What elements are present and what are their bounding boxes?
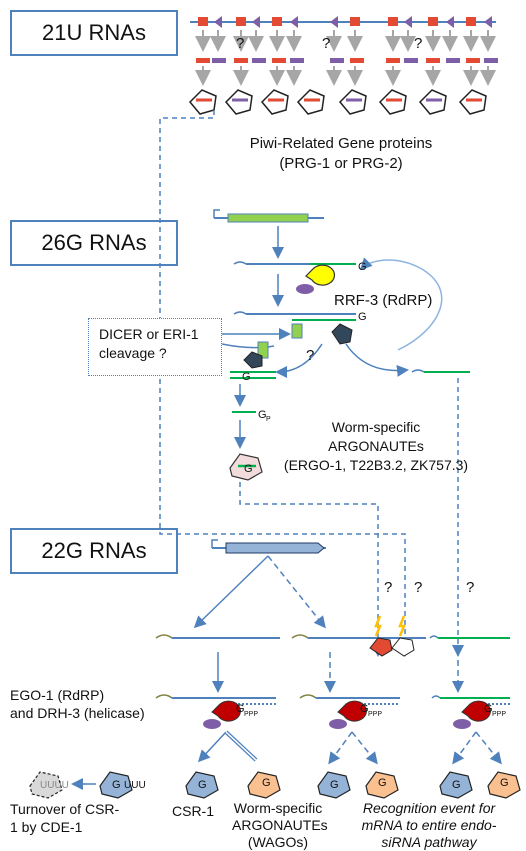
svg-text:G: G — [452, 779, 461, 791]
svg-text:?: ? — [306, 347, 314, 364]
arrow-22g-right — [268, 556, 324, 626]
svg-text:?: ? — [414, 579, 422, 596]
svg-text:G: G — [330, 779, 339, 791]
recog-line3: siRNA pathway — [336, 834, 522, 851]
svg-text:?: ? — [466, 579, 474, 596]
turnover-line2: 1 by CDE-1 — [10, 818, 119, 836]
21u-small-rnas — [196, 58, 498, 63]
svg-text:G: G — [112, 779, 121, 791]
21u-grey-arrows-2 — [203, 66, 488, 82]
wago-line1: Worm-specific — [232, 800, 324, 817]
ergo-line1: Worm-specific — [276, 418, 476, 437]
26g-template-rna — [234, 262, 356, 264]
dicer-line2: cleavage ? — [99, 344, 211, 363]
ego1-line2: and DRH-3 (helicase) — [10, 704, 145, 722]
bolt-2 — [400, 616, 404, 636]
dicer-eri1-box: DICER or ERI-1 cleavage ? — [88, 318, 222, 376]
rrf3-partner — [296, 284, 314, 294]
ergo-line2: ARGONAUTEs — [276, 437, 476, 456]
dashed-argonaute-to-22g — [240, 482, 378, 654]
dicer-2 — [244, 352, 262, 368]
svg-text:UUUU: UUUU — [40, 780, 69, 791]
mrna-right — [430, 636, 510, 638]
svg-text:UUU: UUU — [124, 780, 146, 791]
22g-gene — [212, 540, 326, 553]
21u-grey-arrows — [203, 30, 488, 48]
wago-line3: (WAGOs) — [232, 834, 324, 851]
dashed-21u-path-continue — [160, 370, 405, 654]
recognition-label: Recognition event for mRNA to entire end… — [336, 800, 522, 851]
svg-text:?: ? — [384, 579, 392, 596]
piwi-label: Piwi-Related Gene proteins (PRG-1 or PRG… — [186, 134, 496, 174]
svg-text:G: G — [358, 261, 367, 273]
rrf3-enzyme — [306, 265, 334, 285]
svg-text:G: G — [244, 463, 253, 475]
svg-text:?: ? — [322, 35, 330, 52]
svg-text:PPP: PPP — [492, 711, 506, 718]
rdrp-middle — [300, 695, 400, 729]
svg-text:?: ? — [414, 35, 422, 52]
branch-arrows-middle — [330, 732, 376, 762]
26g-target — [412, 370, 470, 372]
ergo-line3: (ERGO-1, T22B3.2, ZK757.3) — [276, 456, 476, 475]
dicer-line1: DICER or ERI-1 — [99, 325, 211, 344]
recog-line1: Recognition event for — [336, 800, 522, 817]
ego1-line1: EGO-1 (RdRP) — [10, 686, 145, 704]
dicer-scissor — [332, 324, 352, 344]
mrna-left — [156, 635, 280, 638]
svg-text:G: G — [262, 777, 271, 789]
26g-duplex — [230, 372, 276, 378]
ergo-label: Worm-specific ARGONAUTEs (ERGO-1, T22B3.… — [276, 418, 476, 475]
svg-text:PPP: PPP — [244, 711, 258, 718]
piwi-complexes — [190, 90, 486, 114]
csr1-label: CSR-1 — [172, 802, 214, 820]
wago-label: Worm-specific ARGONAUTEs (WAGOs) — [232, 800, 324, 851]
svg-text:P: P — [266, 416, 271, 423]
bolt-1 — [376, 616, 380, 636]
turnover-line1: Turnover of CSR- — [10, 800, 119, 818]
21u-loci-genome — [190, 16, 496, 28]
piwi-label-line2: (PRG-1 or PRG-2) — [186, 154, 496, 174]
svg-text:G: G — [378, 777, 387, 789]
rrf3-label: RRF-3 (RdRP) — [334, 292, 432, 310]
wago-line2: ARGONAUTEs — [232, 817, 324, 834]
recog-line2: mRNA to entire endo- — [336, 817, 522, 834]
svg-text:G: G — [242, 371, 251, 383]
branch-arrows-left — [200, 732, 256, 760]
svg-text:PPP: PPP — [368, 711, 382, 718]
svg-text:G: G — [358, 311, 367, 323]
svg-text:G: G — [198, 779, 207, 791]
bound-piwi-white — [392, 638, 414, 656]
arrow-22g-left — [196, 556, 268, 626]
arrow-to-duplex — [278, 344, 322, 372]
mrna-middle — [292, 635, 426, 638]
piwi-label-line1: Piwi-Related Gene proteins — [186, 134, 496, 154]
turnover-label: Turnover of CSR- 1 by CDE-1 — [10, 800, 119, 836]
svg-text:?: ? — [236, 35, 244, 52]
bound-piwi-red — [370, 638, 392, 656]
26g-gene — [214, 210, 324, 222]
branch-arrows-right — [454, 732, 500, 762]
question-marks: ? ? ? ? ? ? ? — [236, 35, 474, 596]
svg-text:G: G — [500, 777, 509, 789]
ego1-label: EGO-1 (RdRP) and DRH-3 (helicase) — [10, 686, 145, 722]
arrow-to-target — [346, 344, 406, 370]
